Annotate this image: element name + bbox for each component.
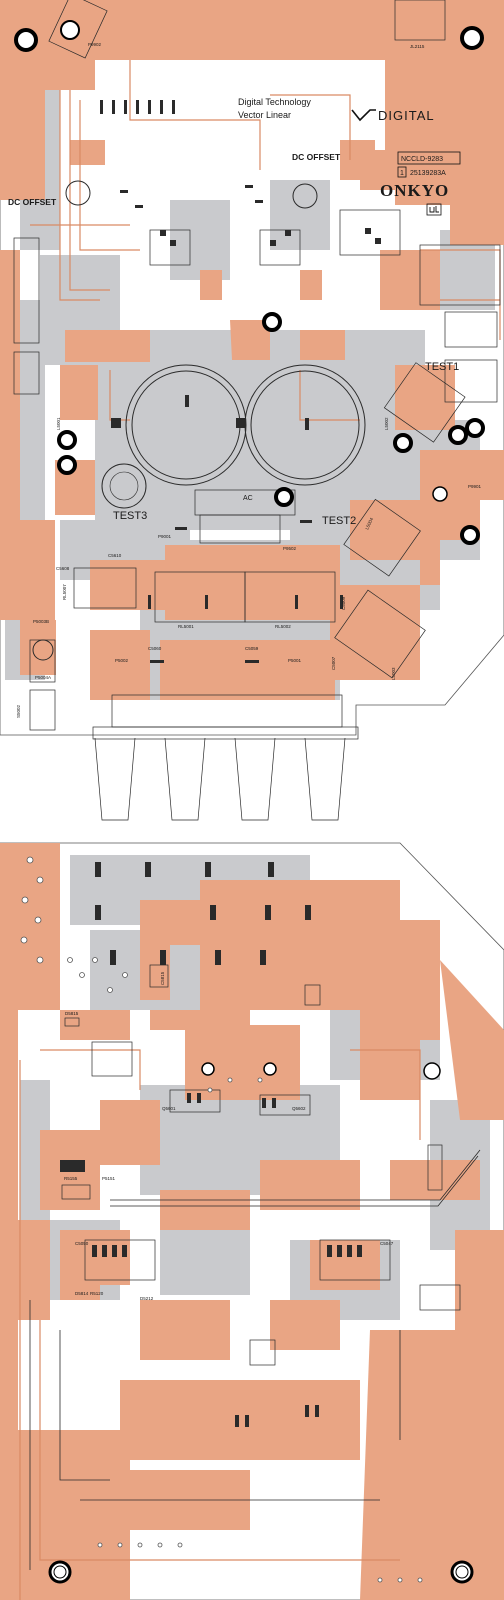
model-code-box bbox=[397, 151, 461, 165]
vl-digital-logo: DIGITAL bbox=[351, 108, 435, 123]
relay-rl5002: RL5002 bbox=[275, 624, 291, 629]
q5602-label: Q5602 bbox=[292, 1106, 306, 1111]
bottom-vias bbox=[20, 856, 423, 1583]
c5007-label: C5007 bbox=[331, 656, 336, 670]
bottom-copper-pours bbox=[0, 843, 504, 1600]
revision-box bbox=[397, 166, 407, 178]
l5002-label: L5002 bbox=[384, 417, 389, 430]
d5815-label: D5815 bbox=[65, 1011, 79, 1016]
logo-digital-text: DIGITAL bbox=[378, 108, 435, 123]
revision: 1 bbox=[400, 170, 404, 177]
top-capacitors bbox=[32, 180, 366, 661]
top-small-pads bbox=[100, 100, 381, 663]
ul-mark-icon bbox=[426, 203, 442, 216]
slogan-line1: Digital Technology bbox=[238, 97, 311, 107]
d5814-label: D5814 bbox=[75, 1291, 89, 1296]
q5601-label: Q5601 bbox=[162, 1106, 176, 1111]
slogan-line2: Vector Linear bbox=[238, 110, 291, 120]
bottom-board: P5151 R5155 D5815 C5815 D5814 C5050 C504… bbox=[0, 842, 504, 1600]
dc-offset-left-label: DC OFFSET bbox=[8, 197, 57, 207]
c5610-label: C5610 bbox=[108, 553, 122, 558]
top-labels: Digital Technology Vector Linear DIGITAL… bbox=[8, 42, 482, 718]
connector-p9902: P9902 bbox=[88, 42, 102, 47]
bottom-traces-copper bbox=[19, 1049, 421, 1600]
test3-label: TEST3 bbox=[113, 510, 147, 522]
p9502-label: P9502 bbox=[283, 546, 297, 551]
p5003b-label: P5003B bbox=[33, 619, 49, 624]
relay-rl5001: RL5001 bbox=[178, 624, 194, 629]
l5001-label: L5001 bbox=[56, 417, 61, 430]
l5003-label: L5003 bbox=[391, 667, 396, 680]
bottom-components bbox=[61, 964, 461, 1366]
serial-number: 25139283A bbox=[410, 170, 446, 177]
brand-name: ONKYO bbox=[380, 181, 449, 200]
connector-p9901: P9901 bbox=[468, 484, 482, 489]
c5608-label: C5608 bbox=[56, 566, 70, 571]
top-board: Digital Technology Vector Linear DIGITAL… bbox=[0, 0, 504, 821]
connector-jl2115: JL2115 bbox=[410, 44, 425, 49]
c5815-label: C5815 bbox=[160, 971, 165, 985]
model-code: NCCLD-9283 bbox=[401, 156, 443, 163]
l5004-label: L5004 bbox=[364, 517, 374, 531]
relay-rl5007: RL5007 bbox=[62, 584, 67, 600]
top-traces bbox=[30, 60, 501, 421]
p9001-label: P9001 bbox=[158, 534, 172, 539]
bottom-traces bbox=[29, 1149, 481, 1570]
p5004a-label: P5004A bbox=[35, 675, 51, 680]
dc-offset-right-label: DC OFFSET bbox=[292, 152, 341, 162]
bottom-mounting-holes bbox=[48, 1062, 474, 1584]
p5151-label: P5151 bbox=[102, 1176, 116, 1181]
top-mounting-holes bbox=[14, 20, 485, 545]
c5050-label: C5050 bbox=[75, 1241, 89, 1246]
d5212-label: D5212 bbox=[140, 1296, 154, 1301]
r5155-label: R5155 bbox=[64, 1176, 78, 1181]
ac-label: AC bbox=[243, 495, 253, 502]
c5047-label: C5047 bbox=[380, 1241, 394, 1246]
test1-label: TEST1 bbox=[425, 361, 459, 373]
c5060-label: C5060 bbox=[148, 646, 162, 651]
r5120-label: R5120 bbox=[90, 1291, 104, 1296]
test2-label: TEST2 bbox=[322, 515, 356, 527]
top-components bbox=[13, 0, 501, 821]
bottom-labels: P5151 R5155 D5815 C5815 D5814 C5050 C504… bbox=[64, 971, 394, 1301]
p5001-label: P5001 bbox=[288, 658, 302, 663]
p5002-label: P5002 bbox=[115, 658, 129, 663]
bottom-pads bbox=[60, 862, 362, 1427]
c5059-label: C5059 bbox=[245, 646, 259, 651]
s5002-label: S5002 bbox=[16, 704, 21, 718]
c5009-label: C5009 bbox=[341, 596, 346, 610]
